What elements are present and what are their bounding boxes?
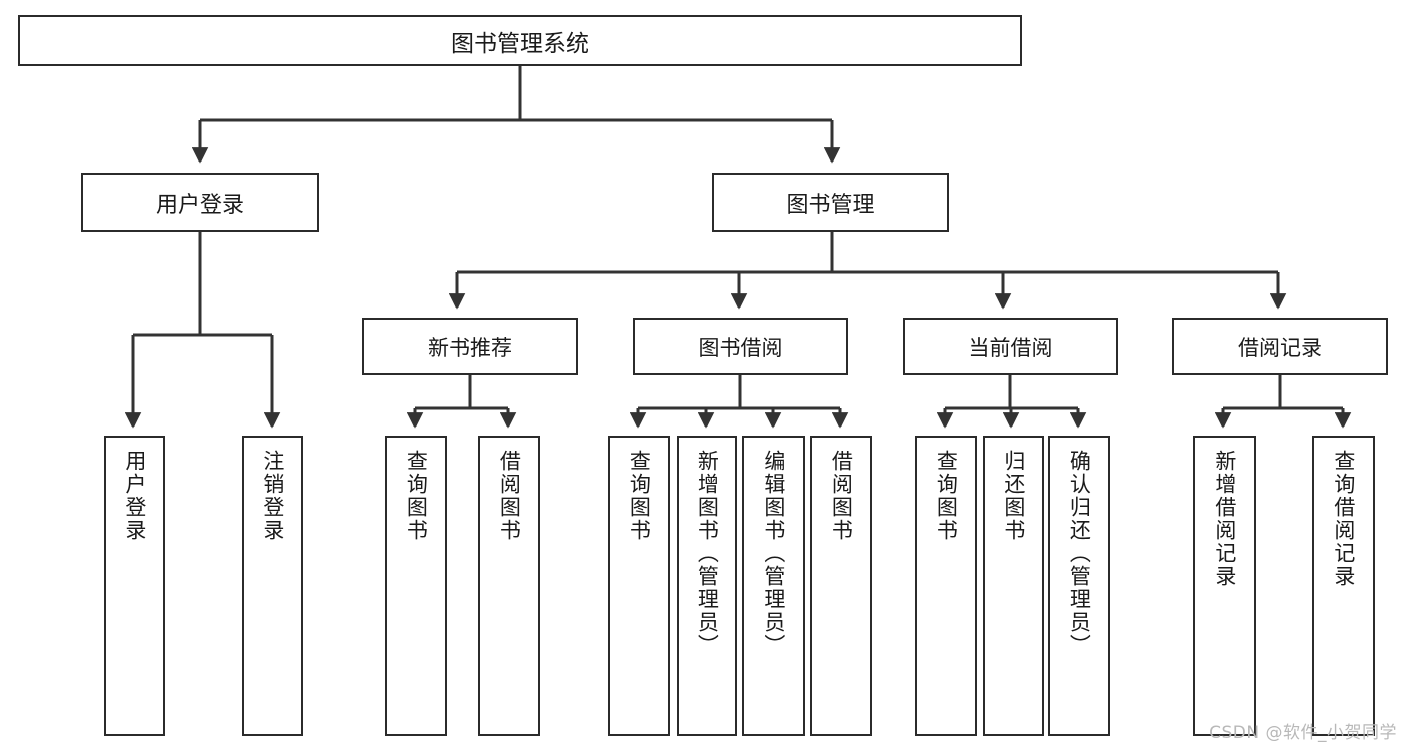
node-label: 当前借阅 xyxy=(968,335,1053,360)
node-new-book-recommend[interactable]: 新书推荐 xyxy=(362,318,578,375)
node-label: 借阅图书 xyxy=(829,450,854,542)
node-current-borrow[interactable]: 当前借阅 xyxy=(903,318,1118,375)
node-label: 归还图书 xyxy=(1001,450,1026,542)
leaf-query-book-2[interactable]: 查询图书 xyxy=(608,436,670,736)
node-root-system[interactable]: 图书管理系统 xyxy=(18,15,1022,66)
node-label: 新增图书（管理员） xyxy=(695,450,720,657)
node-label: 用户登录 xyxy=(122,450,147,542)
leaf-return-book[interactable]: 归还图书 xyxy=(983,436,1044,736)
node-label: 新书推荐 xyxy=(428,335,512,360)
node-label: 查询图书 xyxy=(934,450,959,542)
node-label: 查询图书 xyxy=(404,450,429,542)
leaf-borrow-book-2[interactable]: 借阅图书 xyxy=(810,436,872,736)
node-label: 图书管理系统 xyxy=(451,30,589,57)
leaf-logout[interactable]: 注销登录 xyxy=(242,436,303,736)
node-user-login[interactable]: 用户登录 xyxy=(81,173,319,232)
node-label: 查询借阅记录 xyxy=(1331,450,1356,588)
node-label: 借阅图书 xyxy=(497,450,522,542)
leaf-edit-book[interactable]: 编辑图书（管理员） xyxy=(742,436,805,736)
watermark-csdn: CSDN @软件_小贺同学 xyxy=(1209,723,1397,743)
node-book-borrow[interactable]: 图书借阅 xyxy=(633,318,848,375)
node-label: 图书借阅 xyxy=(698,335,783,360)
node-label: 查询图书 xyxy=(627,450,652,542)
leaf-query-book-3[interactable]: 查询图书 xyxy=(915,436,977,736)
leaf-query-book-1[interactable]: 查询图书 xyxy=(385,436,447,736)
leaf-user-login[interactable]: 用户登录 xyxy=(104,436,165,736)
node-label: 借阅记录 xyxy=(1238,335,1322,360)
node-book-management[interactable]: 图书管理 xyxy=(712,173,949,232)
node-label: 注销登录 xyxy=(260,450,285,542)
node-label: 用户登录 xyxy=(155,192,244,218)
node-label: 新增借阅记录 xyxy=(1212,450,1237,588)
node-label: 编辑图书（管理员） xyxy=(761,450,786,657)
node-label: 图书管理 xyxy=(786,192,875,218)
leaf-borrow-book-1[interactable]: 借阅图书 xyxy=(478,436,540,736)
leaf-confirm-return[interactable]: 确认归还（管理员） xyxy=(1048,436,1110,736)
leaf-add-book[interactable]: 新增图书（管理员） xyxy=(677,436,737,736)
leaf-add-record[interactable]: 新增借阅记录 xyxy=(1193,436,1256,736)
node-borrow-record[interactable]: 借阅记录 xyxy=(1172,318,1388,375)
node-label: 确认归还（管理员） xyxy=(1067,450,1092,657)
leaf-query-record[interactable]: 查询借阅记录 xyxy=(1312,436,1375,736)
